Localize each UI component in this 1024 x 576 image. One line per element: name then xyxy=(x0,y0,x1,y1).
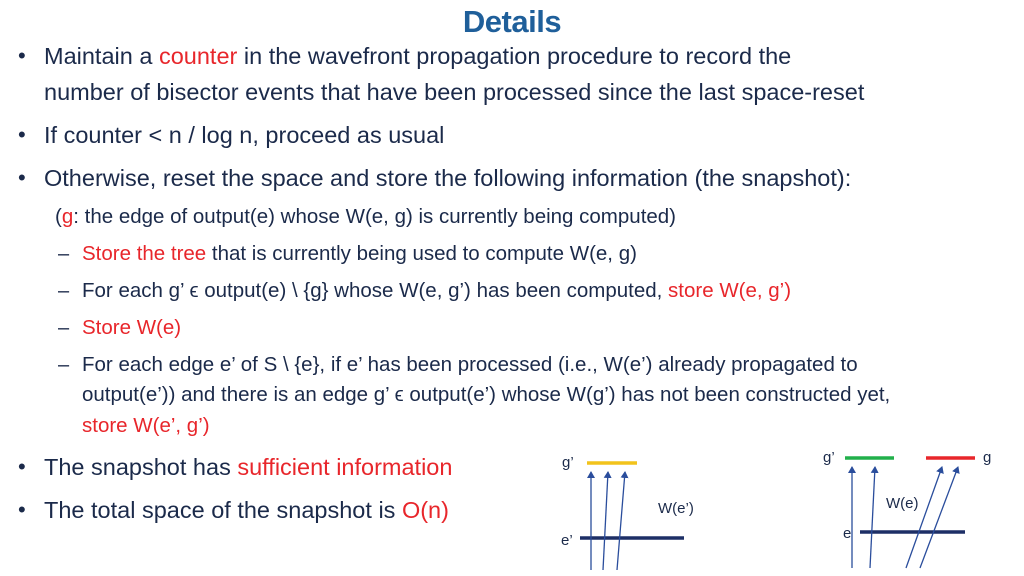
label-g-prime: g’ xyxy=(562,454,574,471)
bullet-if-counter: If counter < n / log n, proceed as usual xyxy=(44,122,445,148)
note-text: : the edge of output(e) whose W(e, g) is… xyxy=(73,205,677,228)
bullet-text: Maintain a xyxy=(44,43,159,69)
bullet-marker: • xyxy=(18,165,26,190)
bullet-text: in the wavefront propagation procedure t… xyxy=(237,43,792,69)
bullet-counter-line1: Maintain a counter in the wavefront prop… xyxy=(44,41,791,71)
highlight-store-we: Store W(e) xyxy=(82,316,182,339)
dash-marker: – xyxy=(58,354,70,376)
subitem-for-each-edge-line1: For each edge e’ of S \ {e}, if e’ has b… xyxy=(82,353,858,376)
bisector-arrow xyxy=(602,471,612,571)
subitem-store-tree: Store the tree that is currently being u… xyxy=(82,239,637,269)
highlight-g: g xyxy=(61,205,74,228)
bisector-arrow xyxy=(869,466,879,569)
bullet-marker: • xyxy=(18,497,26,522)
note-g-definition: (g: the edge of output(e) whose W(e, g) … xyxy=(55,202,676,232)
subitem-for-each-edge-line2: output(e’)) and there is an edge g’ ϵ ou… xyxy=(82,383,891,406)
diagram-right: g’ g e W(e) xyxy=(823,449,991,569)
bisector-arrow xyxy=(919,466,960,569)
bullet-marker: • xyxy=(18,122,26,147)
dash-marker: – xyxy=(58,280,70,302)
label-g: g xyxy=(983,449,991,466)
label-e: e xyxy=(843,525,851,542)
highlight-store-weg: store W(e, g’) xyxy=(668,279,792,302)
note-paren: ( xyxy=(55,205,62,228)
subitem-for-each-g: For each g’ ϵ output(e) \ {g} whose W(e,… xyxy=(82,276,791,306)
diagram-left: g’ e’ W(e’) xyxy=(561,454,694,571)
bullet-marker: • xyxy=(18,454,26,479)
bullet-text: The snapshot has xyxy=(44,454,238,480)
bisector-arrow xyxy=(905,466,944,569)
bullet-counter-line2: number of bisector events that have been… xyxy=(44,79,865,105)
highlight-sufficient-info: sufficient information xyxy=(237,454,453,480)
bullet-snapshot-sufficient: The snapshot has sufficient information xyxy=(44,452,452,482)
highlight-store-weg-prime: store W(e’, g’) xyxy=(82,414,210,437)
label-g-prime: g’ xyxy=(823,449,835,466)
dash-marker: – xyxy=(58,243,70,265)
slide-title: Details xyxy=(462,4,562,39)
subitem-text: that is currently being used to compute … xyxy=(206,242,637,265)
highlight-counter: counter xyxy=(158,43,238,69)
highlight-store-tree: Store the tree xyxy=(82,242,207,265)
bullet-text: The total space of the snapshot is xyxy=(44,497,402,523)
label-w-e-prime: W(e’) xyxy=(658,500,694,517)
label-w-e: W(e) xyxy=(886,495,919,512)
highlight-on: O(n) xyxy=(401,497,449,523)
bullet-marker: • xyxy=(18,43,26,68)
dash-marker: – xyxy=(58,317,70,339)
subitem-store-we: Store W(e) xyxy=(82,313,181,343)
label-e-prime: e’ xyxy=(561,532,573,549)
bisector-arrow xyxy=(616,471,629,571)
bullet-total-space: The total space of the snapshot is O(n) xyxy=(44,495,449,525)
bullet-otherwise: Otherwise, reset the space and store the… xyxy=(44,165,852,191)
subitem-text: For each g’ ϵ output(e) \ {g} whose W(e,… xyxy=(82,279,669,302)
